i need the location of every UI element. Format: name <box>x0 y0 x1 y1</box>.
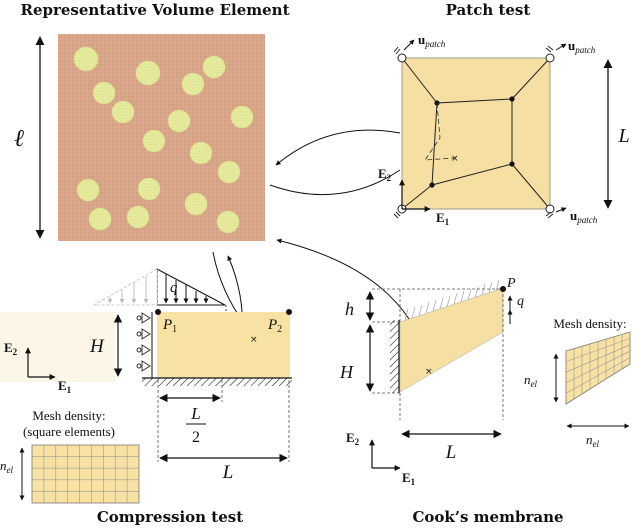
svg-text:E1: E1 <box>58 378 72 395</box>
rve-patch-connector-upper <box>275 129 401 166</box>
svg-text:E2: E2 <box>4 340 18 357</box>
u-patch-label-tr: upatch <box>568 38 596 55</box>
rve-patch-connector-lower <box>269 169 401 196</box>
patch-square <box>401 57 551 210</box>
compression-specimen <box>157 312 290 378</box>
compression-load-triangle <box>92 268 226 306</box>
rve-square <box>58 34 265 241</box>
compression-point-p1 <box>155 309 161 315</box>
compression-load-label: q <box>170 280 178 296</box>
half-length-numerator: L <box>190 404 200 423</box>
compression-height-label: H <box>89 336 105 357</box>
svg-text:E1: E1 <box>402 470 416 487</box>
cook-probe-marker: × <box>425 367 433 377</box>
compression-square-elements-label: (square elements) <box>23 424 115 439</box>
cooks-membrane-title: Cook’s membrane <box>412 508 563 526</box>
cook-mesh-density-label: Mesh density: <box>553 316 626 331</box>
compression-test-title: Compression test <box>97 508 243 526</box>
cook-point-p <box>500 286 506 292</box>
compression-roller-supports <box>136 312 151 372</box>
cook-length-label: L <box>445 442 457 463</box>
compression-nel-label: nel <box>0 458 13 475</box>
patch-probe-path <box>424 102 456 161</box>
cook-H-label: H <box>339 362 354 382</box>
patch-e1-label: E1 <box>436 210 450 227</box>
u-patch-label-br: upatch <box>570 208 598 225</box>
compression-point-p2 <box>286 309 292 315</box>
cook-membrane-shape <box>399 287 504 393</box>
rve-size-label: ℓ <box>14 126 24 152</box>
patch-axes: E2 E1 <box>378 166 450 227</box>
u-patch-label-tl: upatch <box>418 32 446 49</box>
cook-nel-vertical-label: nel <box>524 372 537 389</box>
patch-displacement-arrow-br <box>555 207 567 213</box>
cook-h-label: h <box>345 299 354 319</box>
patch-size-label: L <box>617 125 629 147</box>
patch-probe-marker: × <box>451 154 459 164</box>
patch-displacement-arrow-tr <box>555 43 567 51</box>
compression-mesh-density-label: Mesh density: <box>32 408 105 423</box>
compression-length-label: L <box>222 462 234 483</box>
compression-axes: E2 E1 <box>4 340 72 395</box>
patch-e2-label: E2 <box>378 166 392 183</box>
cook-mesh-grid <box>565 331 631 405</box>
compression-ground <box>142 378 292 386</box>
half-length-denominator: 2 <box>192 429 200 446</box>
rve-inclusions <box>73 46 254 234</box>
patch-corner-supports <box>393 45 555 219</box>
p2-label: P2 <box>267 317 282 335</box>
rve-title: Representative Volume Element <box>20 1 289 19</box>
compression-left-panel <box>0 312 115 382</box>
patch-displacement-arrow-tl <box>403 39 415 51</box>
cook-load-label: q <box>517 294 524 309</box>
cook-fixed-wall <box>390 320 399 393</box>
cook-p-label: P <box>506 276 516 291</box>
p1-label: P1 <box>162 317 177 335</box>
svg-text:E2: E2 <box>346 430 360 447</box>
patch-test-title: Patch test <box>446 1 531 19</box>
compression-probe-marker: × <box>250 335 258 345</box>
compression-mesh-grid <box>31 444 140 504</box>
cook-nel-horizontal-label: nel <box>586 432 599 449</box>
cook-axes: E2 E1 <box>346 430 416 487</box>
